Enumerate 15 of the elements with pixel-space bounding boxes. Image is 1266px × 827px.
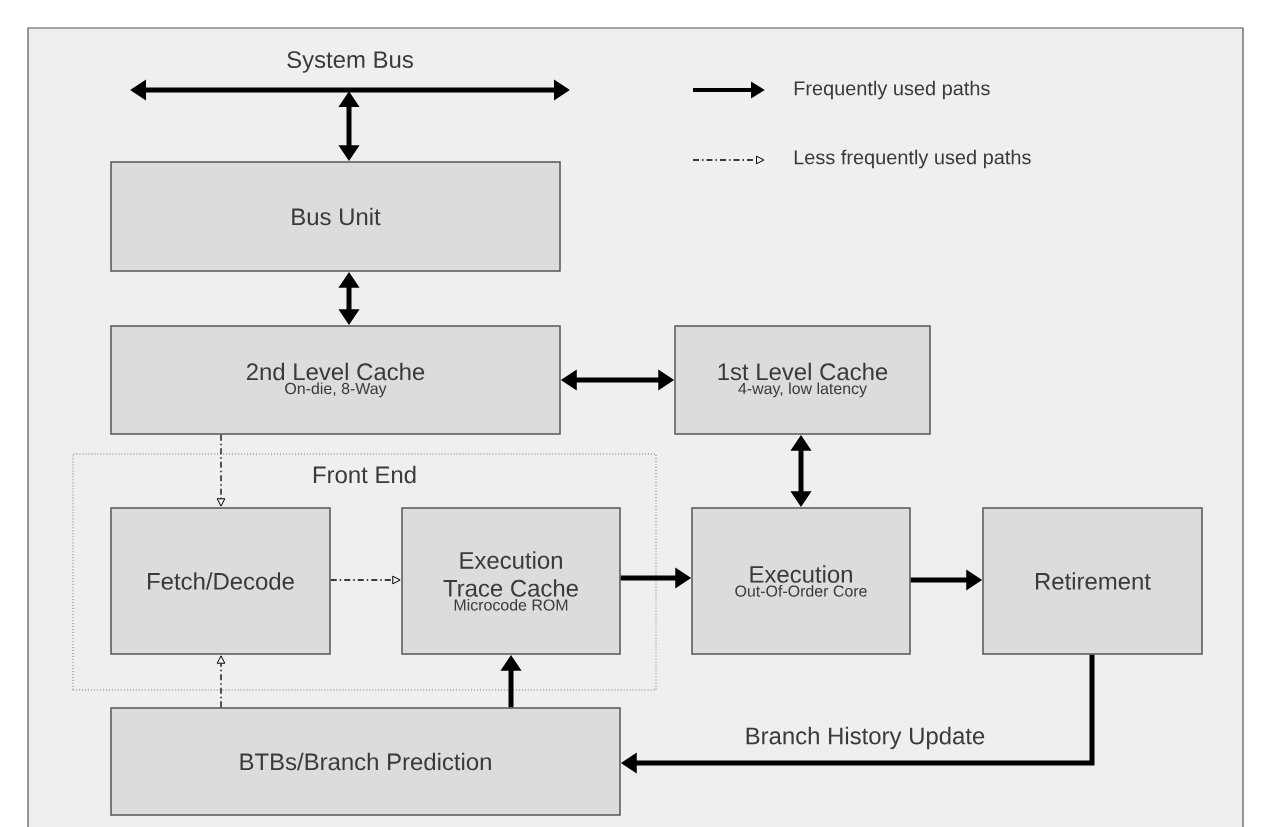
- edge-label: Branch History Update: [743, 725, 987, 751]
- process-box: Retirement: [982, 507, 1203, 655]
- process-box: Fetch/Decode: [110, 507, 331, 655]
- process-box: 1st Level Cache 4-way, low latency: [674, 325, 931, 435]
- legend-label: Less frequently used paths: [794, 149, 1031, 169]
- process-box: Execution Out-Of-Order Core: [691, 507, 911, 655]
- legend-label: Frequently used paths: [794, 80, 990, 100]
- process-box: 2nd Level Cache On-die, 8-Way: [110, 325, 561, 435]
- arrow: [216, 434, 226, 507]
- process-box: Execution Trace Cache Microcode ROM: [401, 507, 621, 655]
- arrow: [216, 655, 226, 708]
- process-box: Bus Unit: [110, 161, 561, 272]
- process-box: BTBs/Branch Prediction: [110, 707, 621, 816]
- bus-label: System Bus: [287, 51, 413, 73]
- arrow: [330, 575, 401, 585]
